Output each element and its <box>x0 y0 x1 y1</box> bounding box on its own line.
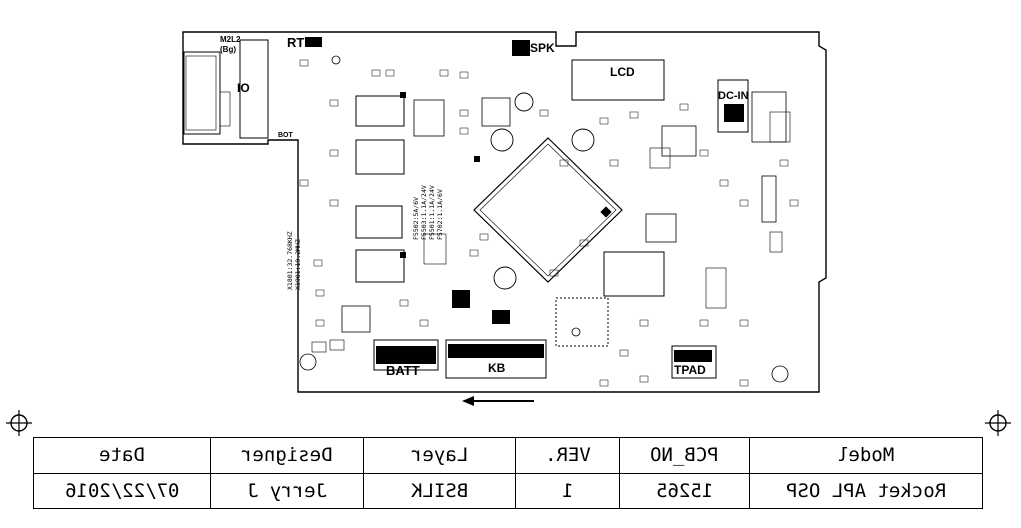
crystal-notes: X1801:32.768KHZ X1901:19.2MHZ <box>286 231 302 290</box>
fuse-note: F5501:1.1A/24V <box>428 185 436 240</box>
fuse-note: F5502:5A/6V <box>412 196 420 240</box>
batt-connector <box>373 339 439 371</box>
ic-dotted <box>555 297 609 347</box>
crosshair-icon <box>6 410 32 436</box>
m2-sub-label: (Bg) <box>220 45 236 54</box>
dcin-label: DC-IN <box>718 90 749 102</box>
cpu-package <box>473 137 623 283</box>
header-layer: Layer <box>363 437 516 474</box>
fuse-note: F5503:1.1A/24V <box>420 185 428 240</box>
io-label: IO <box>237 81 250 95</box>
value-model: Rocket APL OSP <box>749 472 983 509</box>
title-block-header-row: Date Designer Layer VER. PCB_NO Model <box>33 437 983 474</box>
rtc-battery-pad <box>305 37 322 47</box>
ic-block-3 <box>355 205 403 239</box>
io-connector <box>183 51 221 135</box>
kb-label: KB <box>488 361 506 375</box>
header-designer: Designer <box>210 437 364 474</box>
value-ver: 1 <box>515 472 620 509</box>
value-designer: Jerry J <box>210 472 364 509</box>
header-date: Date <box>33 437 211 474</box>
lcd-connector <box>571 59 665 101</box>
crosshair-icon <box>985 410 1011 436</box>
m2-label: M2L2 <box>220 35 241 44</box>
tpad-connector <box>671 345 717 379</box>
lcd-label: LCD <box>610 65 635 79</box>
value-pcb-no: 15265 <box>619 472 750 509</box>
header-model: Model <box>749 437 983 474</box>
header-ver: VER. <box>515 437 620 474</box>
crystal-note: X1801:32.768KHZ <box>286 231 294 290</box>
dcin-connector <box>717 79 749 133</box>
batt-label: BATT <box>386 363 420 378</box>
rtc-label: RTC <box>287 35 314 50</box>
fuse-note: F5702:1.1A/6V <box>436 189 444 240</box>
kb-connector <box>445 339 547 379</box>
value-date: 07/22/2016 <box>33 472 211 509</box>
ic-block-4 <box>355 249 405 283</box>
header-pcb-no: PCB_NO <box>619 437 750 474</box>
title-block: Date Designer Layer VER. PCB_NO Model 07… <box>33 437 983 509</box>
fuse-notes: F5502:5A/6V F5503:1.1A/24V F5501:1.1A/24… <box>412 185 444 240</box>
ic-block-2 <box>355 139 405 175</box>
spk-connector <box>512 40 530 56</box>
bot-label: BOT <box>278 132 293 139</box>
crystal-note: X1901:19.2MHZ <box>294 239 302 290</box>
ic-block-1 <box>355 95 405 127</box>
board-outline <box>182 31 827 393</box>
tpad-label: TPAD <box>674 363 706 377</box>
spk-label: SPK <box>530 41 555 55</box>
title-block-value-row: 07/22/2016 Jerry J BSILK 1 15265 Rocket … <box>33 472 983 509</box>
ic-block-5 <box>603 251 665 297</box>
direction-arrow <box>462 396 534 406</box>
value-layer: BSILK <box>363 472 516 509</box>
